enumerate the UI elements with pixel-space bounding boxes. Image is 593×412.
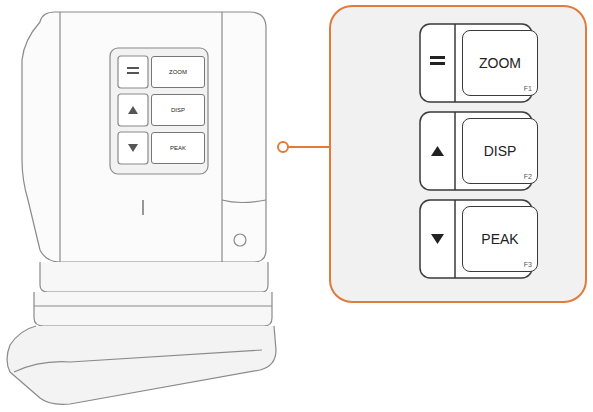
button-label: PEAK xyxy=(152,145,204,151)
button: PEAK F3 xyxy=(462,206,538,272)
screw xyxy=(234,234,246,246)
button: ZOOM xyxy=(151,56,205,88)
callout-panel xyxy=(330,6,586,302)
divider xyxy=(454,200,456,278)
menu-icon xyxy=(127,72,139,74)
menu-icon xyxy=(430,56,445,59)
up-icon xyxy=(431,146,444,156)
function-key-label: F1 xyxy=(524,85,532,92)
button: DISP F2 xyxy=(462,118,538,184)
eyepiece-ring xyxy=(40,262,268,292)
housing-edge xyxy=(221,12,222,262)
icon-button xyxy=(118,94,148,126)
button: DISP xyxy=(151,94,205,126)
button: PEAK xyxy=(151,132,205,164)
housing-edge xyxy=(222,200,266,203)
button-label: DISP xyxy=(152,107,204,113)
eyepiece-ring xyxy=(34,305,272,306)
button-label: PEAK xyxy=(463,231,537,247)
divider xyxy=(454,112,456,190)
callout-circle xyxy=(278,142,288,152)
menu-icon xyxy=(430,62,445,65)
marker-line xyxy=(142,200,143,215)
button-label: ZOOM xyxy=(463,55,537,71)
menu-icon xyxy=(127,67,139,69)
eyecup-rim xyxy=(14,350,262,372)
icon-button xyxy=(118,132,148,164)
button: ZOOM F1 xyxy=(462,30,538,96)
leader-line xyxy=(288,146,330,148)
down-icon xyxy=(128,144,138,152)
button-recess xyxy=(110,48,208,174)
housing-outline xyxy=(22,12,266,262)
divider xyxy=(454,24,456,102)
button-label: DISP xyxy=(463,143,537,159)
button-label: ZOOM xyxy=(152,69,204,75)
housing-edge xyxy=(59,12,60,262)
icon-button xyxy=(118,56,148,88)
eyepiece-ring xyxy=(34,292,272,326)
function-key-label: F2 xyxy=(524,173,532,180)
eyecup xyxy=(7,326,276,404)
function-key-label: F3 xyxy=(524,261,532,268)
up-icon xyxy=(128,106,138,114)
down-icon xyxy=(431,234,444,244)
